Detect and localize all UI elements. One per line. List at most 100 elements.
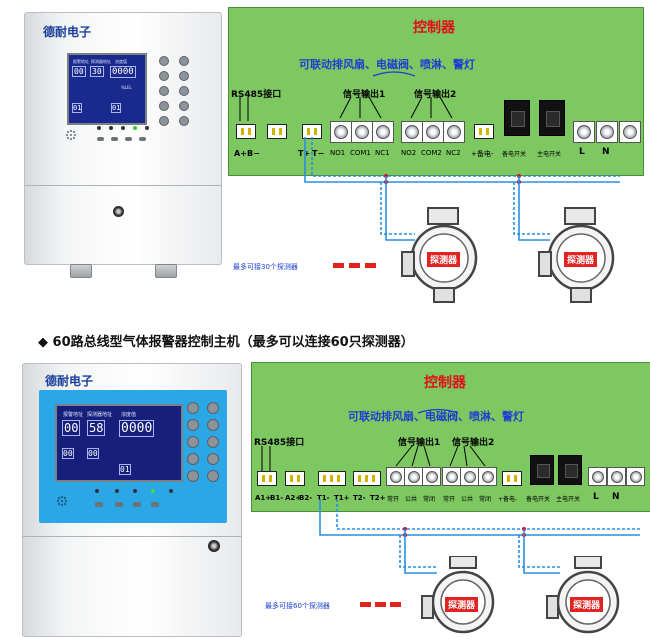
bottom-term-label: T1- bbox=[317, 494, 330, 502]
bottom-bus1-connector bbox=[318, 471, 346, 486]
top-ground-terminal bbox=[619, 121, 641, 143]
bottom-key[interactable] bbox=[187, 453, 199, 465]
top-key[interactable] bbox=[179, 101, 189, 111]
top-key[interactable] bbox=[159, 116, 169, 126]
bottom-relay2-no bbox=[442, 467, 461, 486]
top-lcd-header-1: 报警地址 bbox=[73, 59, 89, 64]
top-lcd-header-2: 探测器地址 bbox=[91, 59, 111, 64]
bottom-key[interactable] bbox=[187, 419, 199, 431]
top-relay1-com bbox=[351, 121, 373, 143]
top-key[interactable] bbox=[179, 116, 189, 126]
bottom-term-label: T2+ bbox=[370, 494, 386, 502]
bottom-term-label: 常开 bbox=[387, 496, 400, 503]
top-main-power-switch[interactable] bbox=[539, 100, 565, 136]
bottom-lcd-value-1: 00 bbox=[62, 420, 81, 436]
bottom-button[interactable] bbox=[133, 502, 141, 507]
top-cable-gland bbox=[70, 264, 92, 278]
bottom-key[interactable] bbox=[207, 453, 219, 465]
bottom-relay2-nc bbox=[478, 467, 497, 486]
bottom-button[interactable] bbox=[115, 502, 123, 507]
top-key[interactable] bbox=[179, 71, 189, 81]
bottom-key[interactable] bbox=[207, 470, 219, 482]
top-relay2-com bbox=[422, 121, 444, 143]
top-button[interactable] bbox=[125, 137, 132, 141]
bottom-diagram-connectors bbox=[261, 408, 640, 574]
top-key[interactable] bbox=[159, 101, 169, 111]
top-relay2-no bbox=[401, 121, 423, 143]
bottom-term-label: 常闭 bbox=[479, 496, 492, 503]
bottom-key[interactable] bbox=[187, 470, 199, 482]
bottom-button[interactable] bbox=[151, 502, 159, 507]
bottom-speaker-grille bbox=[56, 495, 68, 507]
top-led bbox=[133, 126, 137, 130]
bottom-rs485-label: RS485接口 bbox=[254, 438, 305, 448]
bottom-red-marker bbox=[390, 602, 401, 607]
bottom-relay1-nc bbox=[422, 467, 441, 486]
bottom-button[interactable] bbox=[95, 502, 103, 507]
bottom-key[interactable] bbox=[207, 402, 219, 414]
top-backup-power-switch[interactable] bbox=[504, 100, 530, 136]
top-relay1-nc bbox=[372, 121, 394, 143]
top-key[interactable] bbox=[179, 56, 189, 66]
top-housing-seam bbox=[25, 185, 221, 186]
top-button[interactable] bbox=[111, 137, 118, 141]
bottom-led bbox=[169, 489, 173, 493]
top-term-label: B− bbox=[247, 149, 260, 158]
bottom-lock-keyhole[interactable] bbox=[208, 540, 220, 552]
top-led bbox=[145, 126, 149, 130]
top-key[interactable] bbox=[179, 86, 189, 96]
bottom-diagram-title: 控制器 bbox=[424, 375, 466, 391]
top-term-label: NC1 bbox=[375, 149, 390, 157]
bottom-term-label: 公共 bbox=[461, 496, 474, 503]
top-diagram-connectors bbox=[239, 71, 620, 241]
top-key[interactable] bbox=[159, 86, 169, 96]
top-term-label: T− bbox=[312, 149, 325, 158]
top-button[interactable] bbox=[139, 137, 146, 141]
top-button[interactable] bbox=[97, 137, 104, 141]
top-speaker-grille bbox=[65, 129, 77, 141]
bottom-detector-1-label: 探测器 bbox=[445, 597, 479, 612]
bottom-term-label: +备电- bbox=[498, 496, 518, 503]
bottom-key[interactable] bbox=[207, 436, 219, 448]
bottom-term-label: 主电开关 bbox=[556, 496, 581, 503]
top-signal1-label: 信号输出1 bbox=[343, 90, 386, 100]
top-red-marker bbox=[349, 263, 360, 268]
top-relay2-nc bbox=[443, 121, 465, 143]
bottom-term-label: L bbox=[593, 492, 599, 502]
bottom-key[interactable] bbox=[187, 436, 199, 448]
bottom-lcd-value-3: 0000 bbox=[119, 420, 155, 437]
bottom-term-label: A1+ bbox=[255, 494, 272, 502]
bottom-term-label: T2- bbox=[353, 494, 366, 502]
top-max-detectors-note: 最多可接30个探测器 bbox=[233, 263, 298, 271]
top-diagram-subtitle: 可联动排风扇、电磁阀、喷淋、警灯 bbox=[299, 58, 475, 71]
bottom-term-label: 常开 bbox=[443, 496, 456, 503]
bottom-max-detectors-note: 最多可接60个探测器 bbox=[265, 602, 330, 610]
bottom-housing-seam bbox=[23, 536, 241, 537]
bottom-lcd-header-1: 报警地址 bbox=[63, 412, 84, 418]
top-term-label: COM2 bbox=[421, 149, 442, 157]
top-l-terminal bbox=[573, 121, 595, 143]
top-lcd-value-2: 30 bbox=[90, 66, 104, 77]
bottom-signal1-label: 信号输出1 bbox=[398, 438, 441, 448]
section-caption: ◆ 60路总线型气体报警器控制主机（最多可以连接60只探测器） bbox=[38, 335, 414, 350]
bottom-main-power-switch[interactable] bbox=[558, 455, 582, 485]
top-red-marker bbox=[333, 263, 344, 268]
bottom-relay1-no bbox=[386, 467, 405, 486]
bottom-led bbox=[95, 489, 99, 493]
top-red-marker bbox=[365, 263, 376, 268]
bottom-key[interactable] bbox=[207, 419, 219, 431]
bottom-key[interactable] bbox=[187, 402, 199, 414]
bottom-backup-power-switch[interactable] bbox=[530, 455, 554, 485]
bottom-red-marker bbox=[360, 602, 371, 607]
bottom-term-label: 公共 bbox=[405, 496, 418, 503]
bottom-lcd-row-2: 00 bbox=[87, 448, 99, 459]
top-term-label: NO1 bbox=[330, 149, 346, 157]
top-key[interactable] bbox=[159, 56, 169, 66]
bottom-term-label: 备电开关 bbox=[526, 496, 551, 503]
bottom-term-label: N bbox=[612, 492, 620, 502]
top-lock-keyhole[interactable] bbox=[113, 206, 124, 217]
bottom-lcd-row-3: 01 bbox=[119, 464, 131, 475]
bottom-l-terminal bbox=[588, 467, 607, 486]
top-lcd-unit: %LEL bbox=[121, 85, 132, 90]
top-key[interactable] bbox=[159, 71, 169, 81]
